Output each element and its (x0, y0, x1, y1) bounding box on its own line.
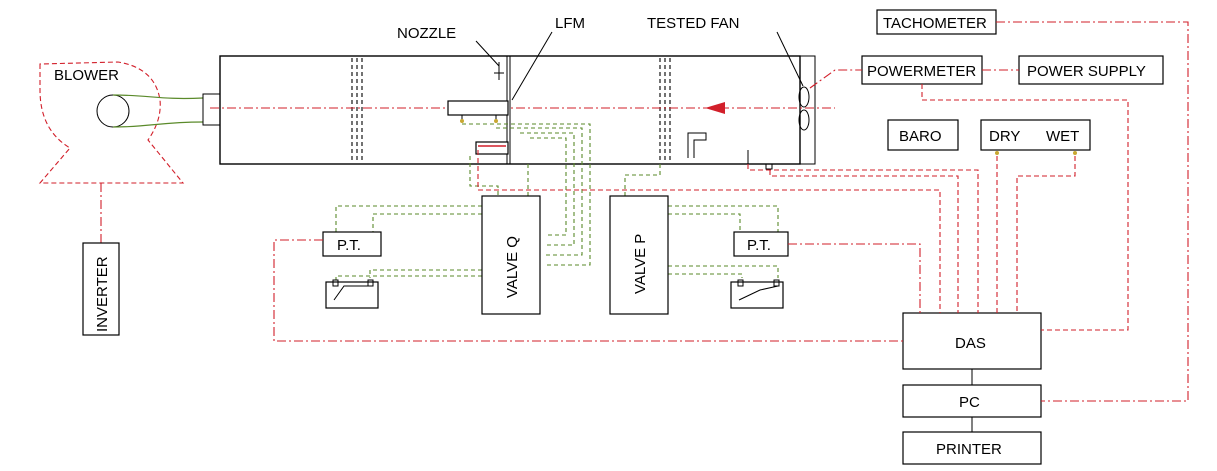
inverter-label: INVERTER (94, 256, 111, 332)
duct-inlet-collar (202, 93, 221, 126)
pc-box (902, 384, 1042, 418)
tested-fan-label: TESTED FAN (647, 15, 740, 32)
pc-label: PC (959, 394, 980, 411)
das-box (902, 312, 1042, 370)
printer-label: PRINTER (936, 441, 1002, 458)
powermeter-box (861, 55, 983, 85)
pt-left-label: P.T. (337, 237, 361, 254)
pt-right-box (733, 231, 789, 257)
tachometer-box (876, 9, 997, 35)
dry-label: DRY (989, 128, 1020, 145)
manometer-left (325, 279, 379, 309)
pt-left-box (322, 231, 382, 257)
signal-wiring (273, 21, 1189, 402)
valve-p-box (609, 195, 669, 315)
power-supply-box (1018, 55, 1164, 85)
valve-q-box (481, 195, 541, 315)
blower-label: BLOWER (54, 67, 119, 84)
pt-right-label: P.T. (747, 237, 771, 254)
lfm-element (447, 100, 509, 116)
power-supply-label: POWER SUPPLY (1027, 63, 1146, 80)
baro-box (887, 119, 959, 151)
pitot-tube (687, 132, 707, 158)
powermeter-label: POWERMETER (867, 63, 976, 80)
airflow-arrow-icon (705, 102, 725, 114)
baro-label: BARO (899, 128, 942, 145)
blower (38, 61, 204, 184)
pressure-tubes (335, 123, 779, 280)
valve-q-label: VALVE Q (504, 236, 521, 298)
wet-label: WET (1046, 128, 1079, 145)
inverter-box (82, 242, 120, 336)
settling-screens (351, 58, 671, 162)
nozzle-tap-block (475, 141, 509, 155)
tested-fan-icon (798, 86, 810, 108)
dry-wet-box (980, 119, 1091, 151)
nozzle-label: NOZZLE (397, 25, 456, 42)
lfm-label: LFM (555, 15, 585, 32)
manometer-right (730, 279, 784, 309)
valve-p-label: VALVE P (632, 234, 649, 294)
tachometer-label: TACHOMETER (883, 15, 987, 32)
das-label: DAS (955, 335, 986, 352)
